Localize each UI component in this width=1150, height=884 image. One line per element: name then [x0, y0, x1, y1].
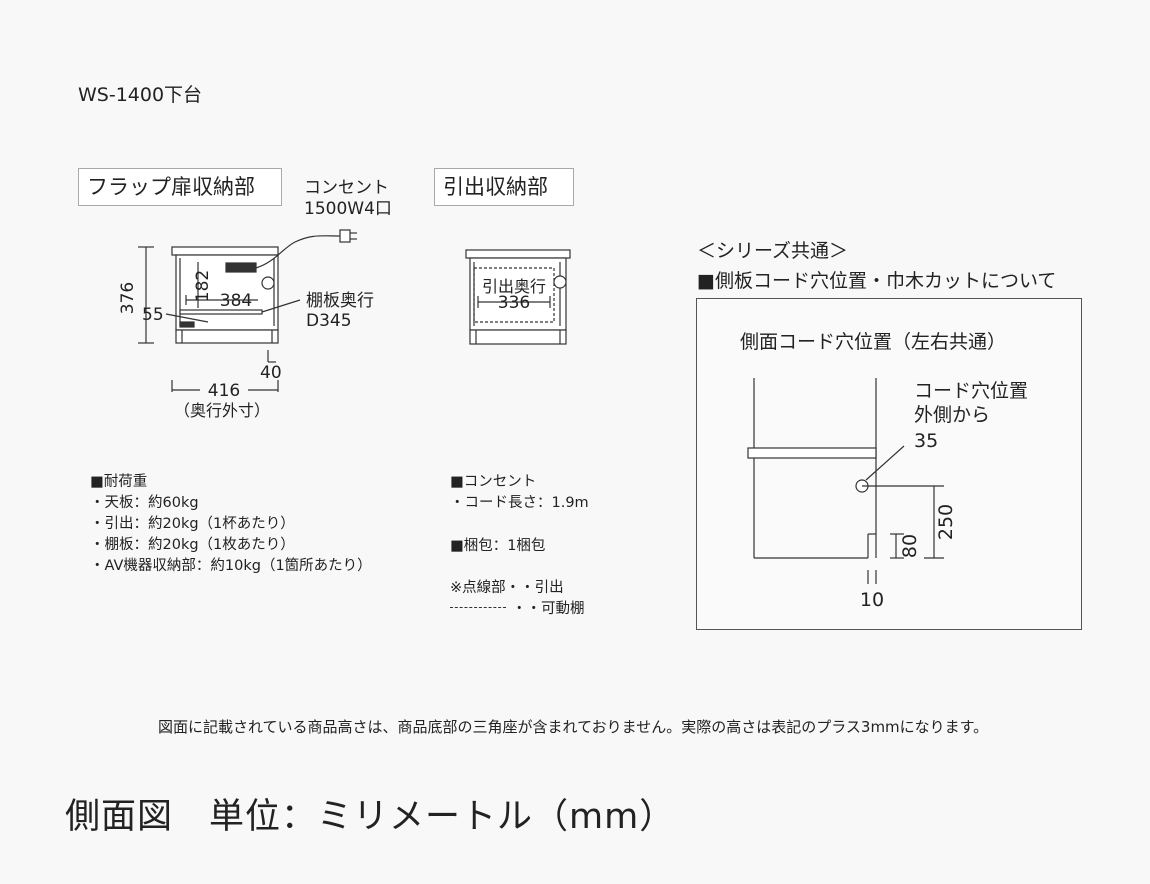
legend-drawer: ※点線部・・引出 [450, 580, 564, 596]
flap-cord-hole [261, 276, 275, 290]
drawer-cord-hole [553, 275, 567, 289]
outlet-cord-length: ・コード長さ：1.9m [450, 495, 589, 511]
dim-336-label: 336 [498, 293, 530, 313]
dim-40-label: 40 [260, 363, 282, 383]
outer-depth-note: （奥行外寸） [174, 401, 270, 420]
dim-376-label: 376 [118, 282, 138, 314]
legend-shelf-row: ・・可動棚 [450, 599, 585, 620]
hole-position-line2: 外側から [914, 404, 990, 426]
drawer-depth-label: 引出奥行 [482, 277, 546, 296]
flap-plinth [175, 329, 279, 344]
side-panel-drawing [747, 378, 944, 584]
dim-182-label: 182 [193, 270, 213, 302]
series-common-heading: ＜シリーズ共通＞ [697, 240, 849, 262]
load-capacity-list: ■耐荷重 ・天板：約60kg ・引出：約20kg（1杯あたり） ・棚板：約20k… [90, 472, 372, 577]
package-count: ■梱包：1梱包 [450, 538, 546, 554]
outlet-spec: ■コンセント ・コード長さ：1.9m [450, 472, 589, 514]
side-panel-top [747, 447, 877, 459]
dash-sample-icon [450, 606, 506, 612]
drawer-cabinet-drawing [465, 249, 571, 345]
power-strip [225, 262, 257, 273]
cord-panel-title: 側面コード穴位置（左右共通） [740, 331, 1006, 353]
load-item: ・AV機器収納部：約10kg（1箇所あたり） [90, 558, 372, 574]
shelf-depth-line1: 棚板奥行 [306, 291, 374, 311]
dim-384-label: 384 [220, 291, 252, 311]
shelf-depth-line2: D345 [306, 311, 352, 331]
outlet-label-line1: コンセント [304, 178, 389, 198]
outlet-label-line2: 1500W4口 [304, 199, 392, 219]
line-legend: ※点線部・・引出 ・・可動棚 [450, 578, 585, 620]
dim-35-label: 35 [914, 430, 938, 452]
height-note: 図面に記載されている商品高さは、商品底部の三角座が含まれておりません。実際の高さ… [158, 718, 989, 736]
load-item: ・棚板：約20kg（1枚あたり） [90, 537, 295, 553]
outlet-spec-title: ■コンセント [450, 474, 537, 490]
legend-shelf: ・・可動棚 [512, 601, 585, 617]
dim-250-label: 250 [935, 504, 957, 540]
flap-top-board [171, 246, 279, 256]
hole-position-line1: コード穴位置 [914, 380, 1028, 402]
dim-55-label: 55 [142, 305, 164, 325]
drawer-dashed-outline [473, 267, 555, 323]
cord-hole-heading: ■側板コード穴位置・巾木カットについて [697, 270, 1057, 292]
drawer-plinth [469, 329, 567, 345]
load-title: ■耐荷重 [90, 474, 148, 490]
dim-416-label: 416 [208, 381, 240, 401]
cord-hole-panel [696, 298, 1082, 630]
model-title: WS-1400下台 [78, 84, 203, 106]
drawing-title-units: 側面図 単位：ミリメートル（mm） [65, 797, 676, 837]
dim-10-label: 10 [860, 589, 884, 611]
outlet-label: コンセント 1500W4口 [304, 178, 392, 220]
load-item: ・引出：約20kg（1杯あたり） [90, 516, 295, 532]
drawer-storage-label: 引出収納部 [434, 168, 574, 206]
load-item: ・天板：約60kg [90, 495, 199, 511]
flap-storage-label: フラップ扉収納部 [78, 168, 282, 206]
dim-80-label: 80 [899, 534, 921, 558]
drawer-body [469, 257, 567, 331]
power-cord [255, 235, 341, 269]
flap-cabinet-drawing [138, 229, 357, 392]
